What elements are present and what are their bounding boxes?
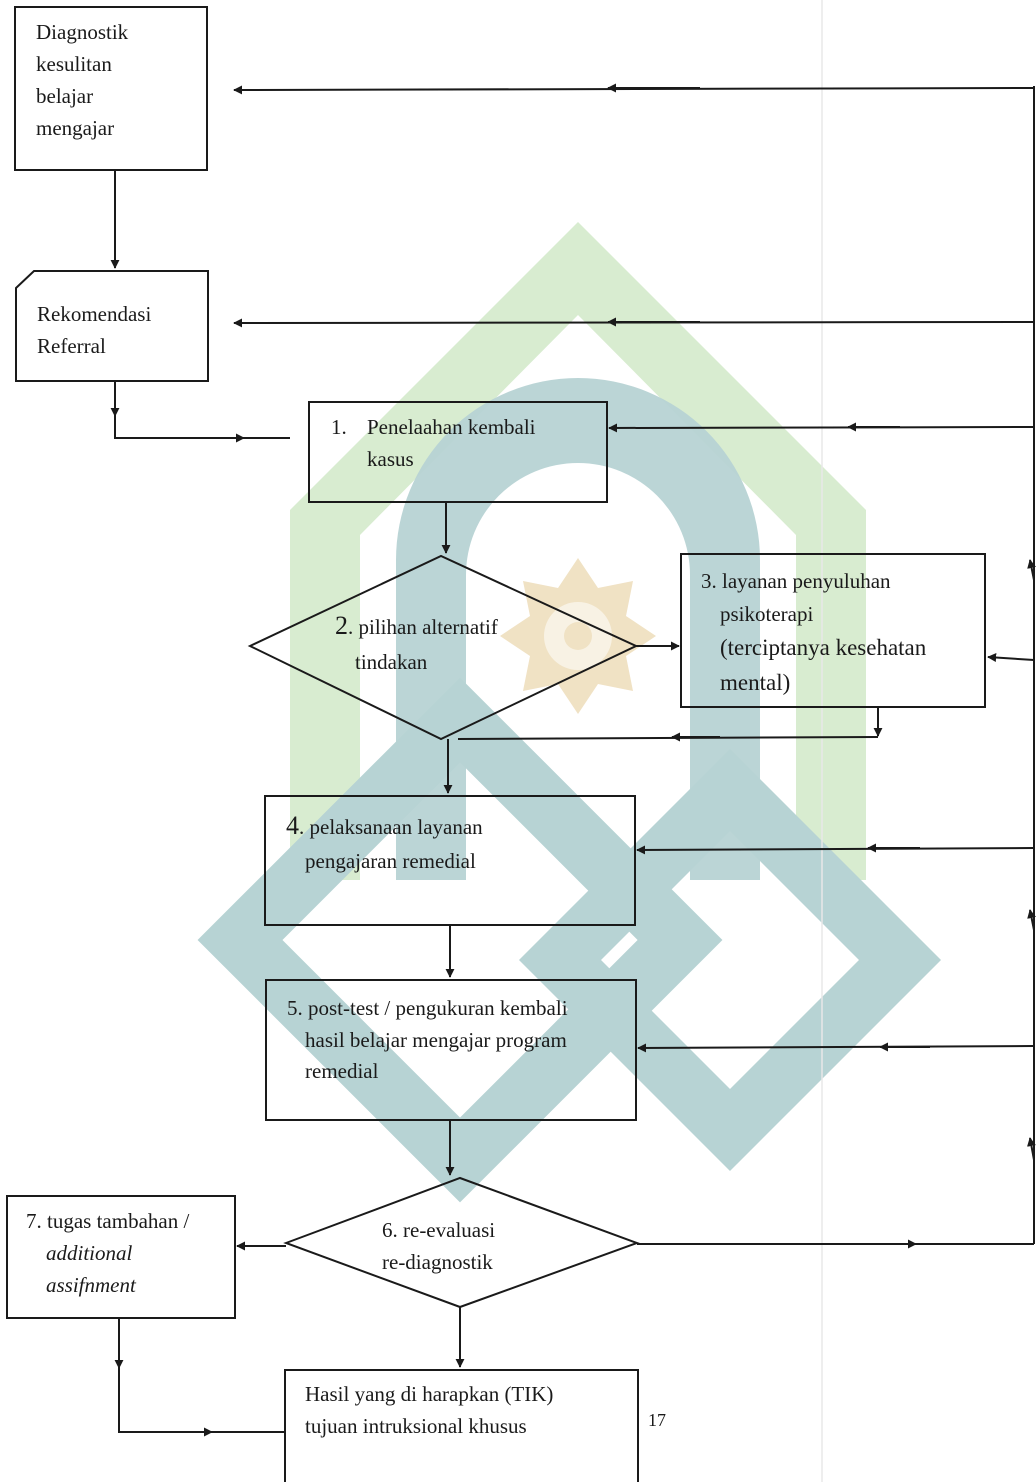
watermark-teal-diamond-left — [197, 677, 723, 1203]
rekomendasi-line-2: Referral — [37, 334, 106, 358]
watermark-teal-arch — [396, 378, 760, 880]
step6-line-2: re-diagnostik — [382, 1250, 493, 1274]
step5-line-1: 5. post-test / pengukuran kembali — [287, 996, 568, 1020]
step7-line-2: additional — [46, 1241, 133, 1265]
arrow-to-step5 — [637, 1043, 1035, 1053]
arrow-to-step3 — [987, 653, 1035, 663]
step3-line-1: 3. layanan penyuluhan — [701, 569, 891, 593]
step1-number: 1. — [331, 415, 347, 439]
step3-line-3: (terciptanya kesehatan — [720, 635, 927, 660]
step7-line-1: 7. tugas tambahan / — [26, 1209, 190, 1233]
watermark-star — [500, 558, 656, 714]
step3-line-4: mental) — [720, 670, 791, 695]
rekomendasi-box — [15, 270, 209, 382]
step7-box — [6, 1195, 236, 1319]
feedback-tick-1 — [1027, 559, 1036, 581]
feedback-tick-2 — [1027, 909, 1036, 931]
step2-line-2: tindakan — [355, 650, 428, 674]
rekomendasi-line-1: Rekomendasi — [37, 302, 152, 326]
page-number: 17 — [648, 1410, 666, 1430]
watermark-teal-diamond-right — [518, 748, 942, 1172]
step7-line-3: assifnment — [46, 1273, 136, 1297]
hasil-line-2: tujuan intruksional khusus — [305, 1414, 527, 1438]
arrow-to-step4 — [636, 845, 1035, 855]
diagnostik-line-3: belajar — [36, 84, 94, 108]
watermark-green-arch — [290, 222, 866, 880]
step2-number: 2 — [335, 611, 348, 640]
step4-line-1-text: . pelaksanaan layanan — [299, 815, 483, 839]
step1-box — [308, 401, 608, 503]
step3-box — [680, 553, 986, 708]
step3-line-2: psikoterapi — [720, 602, 814, 626]
diagnostik-line-2: kesulitan — [36, 52, 112, 76]
diagnostik-line-1: Diagnostik — [36, 20, 129, 44]
step4-line-1: 4. pelaksanaan layanan — [286, 810, 483, 843]
step2-diamond — [247, 554, 639, 741]
step2-line-1-text: . pilihan alternatif — [348, 615, 498, 639]
diagnostik-line-4: mengajar — [36, 116, 115, 140]
step1-line-2: kasus — [367, 447, 414, 471]
step5-line-3: remedial — [305, 1059, 379, 1083]
step1-line-1: Penelaahan kembali — [367, 415, 536, 439]
step4-number: 4 — [286, 811, 299, 840]
step4-line-2: pengajaran remedial — [305, 849, 476, 873]
step5-line-2: hasil belajar mengajar program — [305, 1028, 567, 1052]
arrow-step3-return — [457, 736, 879, 740]
arrow-step7-to-hasil — [118, 1318, 285, 1433]
hasil-line-1: Hasil yang di harapkan (TIK) — [305, 1382, 554, 1406]
step2-line-1: 2. pilihan alternatif — [335, 610, 498, 643]
arrow-rekomendasi-to-step1 — [114, 381, 290, 439]
hasil-box — [284, 1369, 639, 1482]
arrow-to-step1 — [608, 423, 1035, 433]
feedback-tick-3 — [1027, 1137, 1036, 1161]
step6-line-1: 6. re-evaluasi — [382, 1218, 496, 1242]
diagnostik-box — [14, 6, 208, 171]
